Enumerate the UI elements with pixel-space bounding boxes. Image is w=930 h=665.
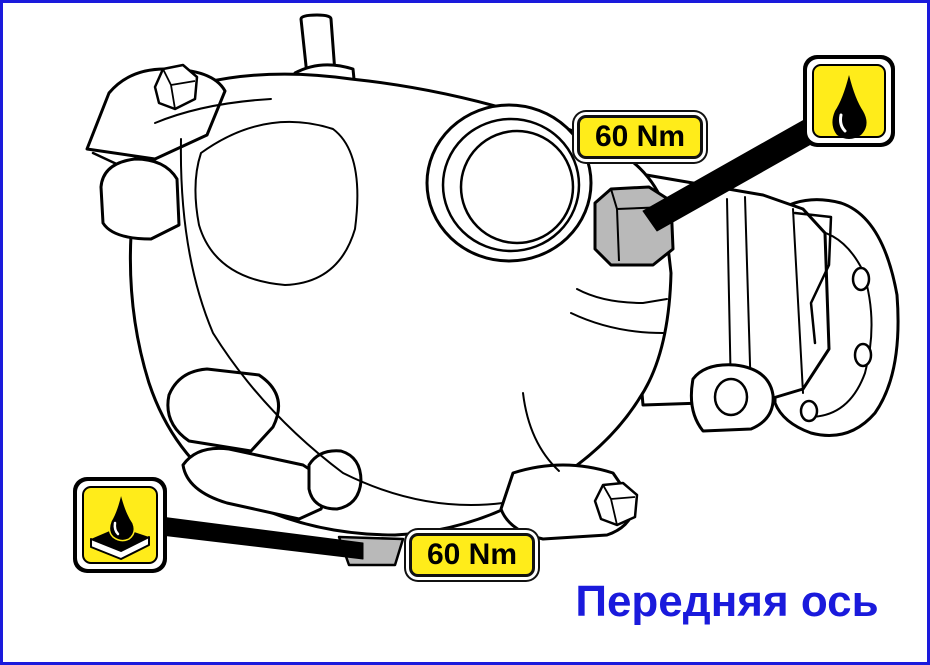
breather-tube	[299, 13, 337, 77]
oil-drain-icon	[73, 477, 167, 573]
housing-ridge	[154, 98, 272, 124]
front-axle-differential-drawing	[73, 13, 900, 573]
diagram-caption: Передняя ось	[575, 577, 879, 626]
pinion-neck	[621, 169, 831, 407]
lower-left-ear-1	[166, 367, 281, 453]
neck-rib-1	[726, 198, 732, 396]
housing-cover-seam	[179, 138, 504, 506]
lower-bolt-facet	[602, 484, 636, 526]
housing-cover-outline	[194, 120, 359, 287]
neck-seam	[576, 288, 668, 305]
right-ear-hole	[713, 377, 749, 417]
torque-label-drain-plug: 60 Nm	[409, 533, 535, 577]
torque-label-fill-plug: 60 Nm	[577, 115, 703, 159]
neck-rib-2	[744, 196, 752, 398]
flange-hole-3	[799, 399, 819, 423]
lower-bolt-head	[593, 481, 639, 527]
flange-hole-2	[853, 342, 873, 368]
flange-hole-1	[851, 266, 871, 292]
top-bolt-head	[153, 63, 199, 111]
oil-drop-icon	[803, 55, 895, 147]
body-lower-seam	[522, 392, 560, 472]
lower-boss	[307, 449, 363, 511]
top-bolt-facet	[162, 68, 196, 110]
output-flange-ring	[794, 228, 873, 418]
left-boss	[99, 157, 181, 241]
neck-shoulder	[570, 312, 664, 334]
neck-clip	[793, 211, 833, 345]
neck-rib-3	[792, 208, 804, 394]
fill-port-bore	[459, 129, 575, 245]
